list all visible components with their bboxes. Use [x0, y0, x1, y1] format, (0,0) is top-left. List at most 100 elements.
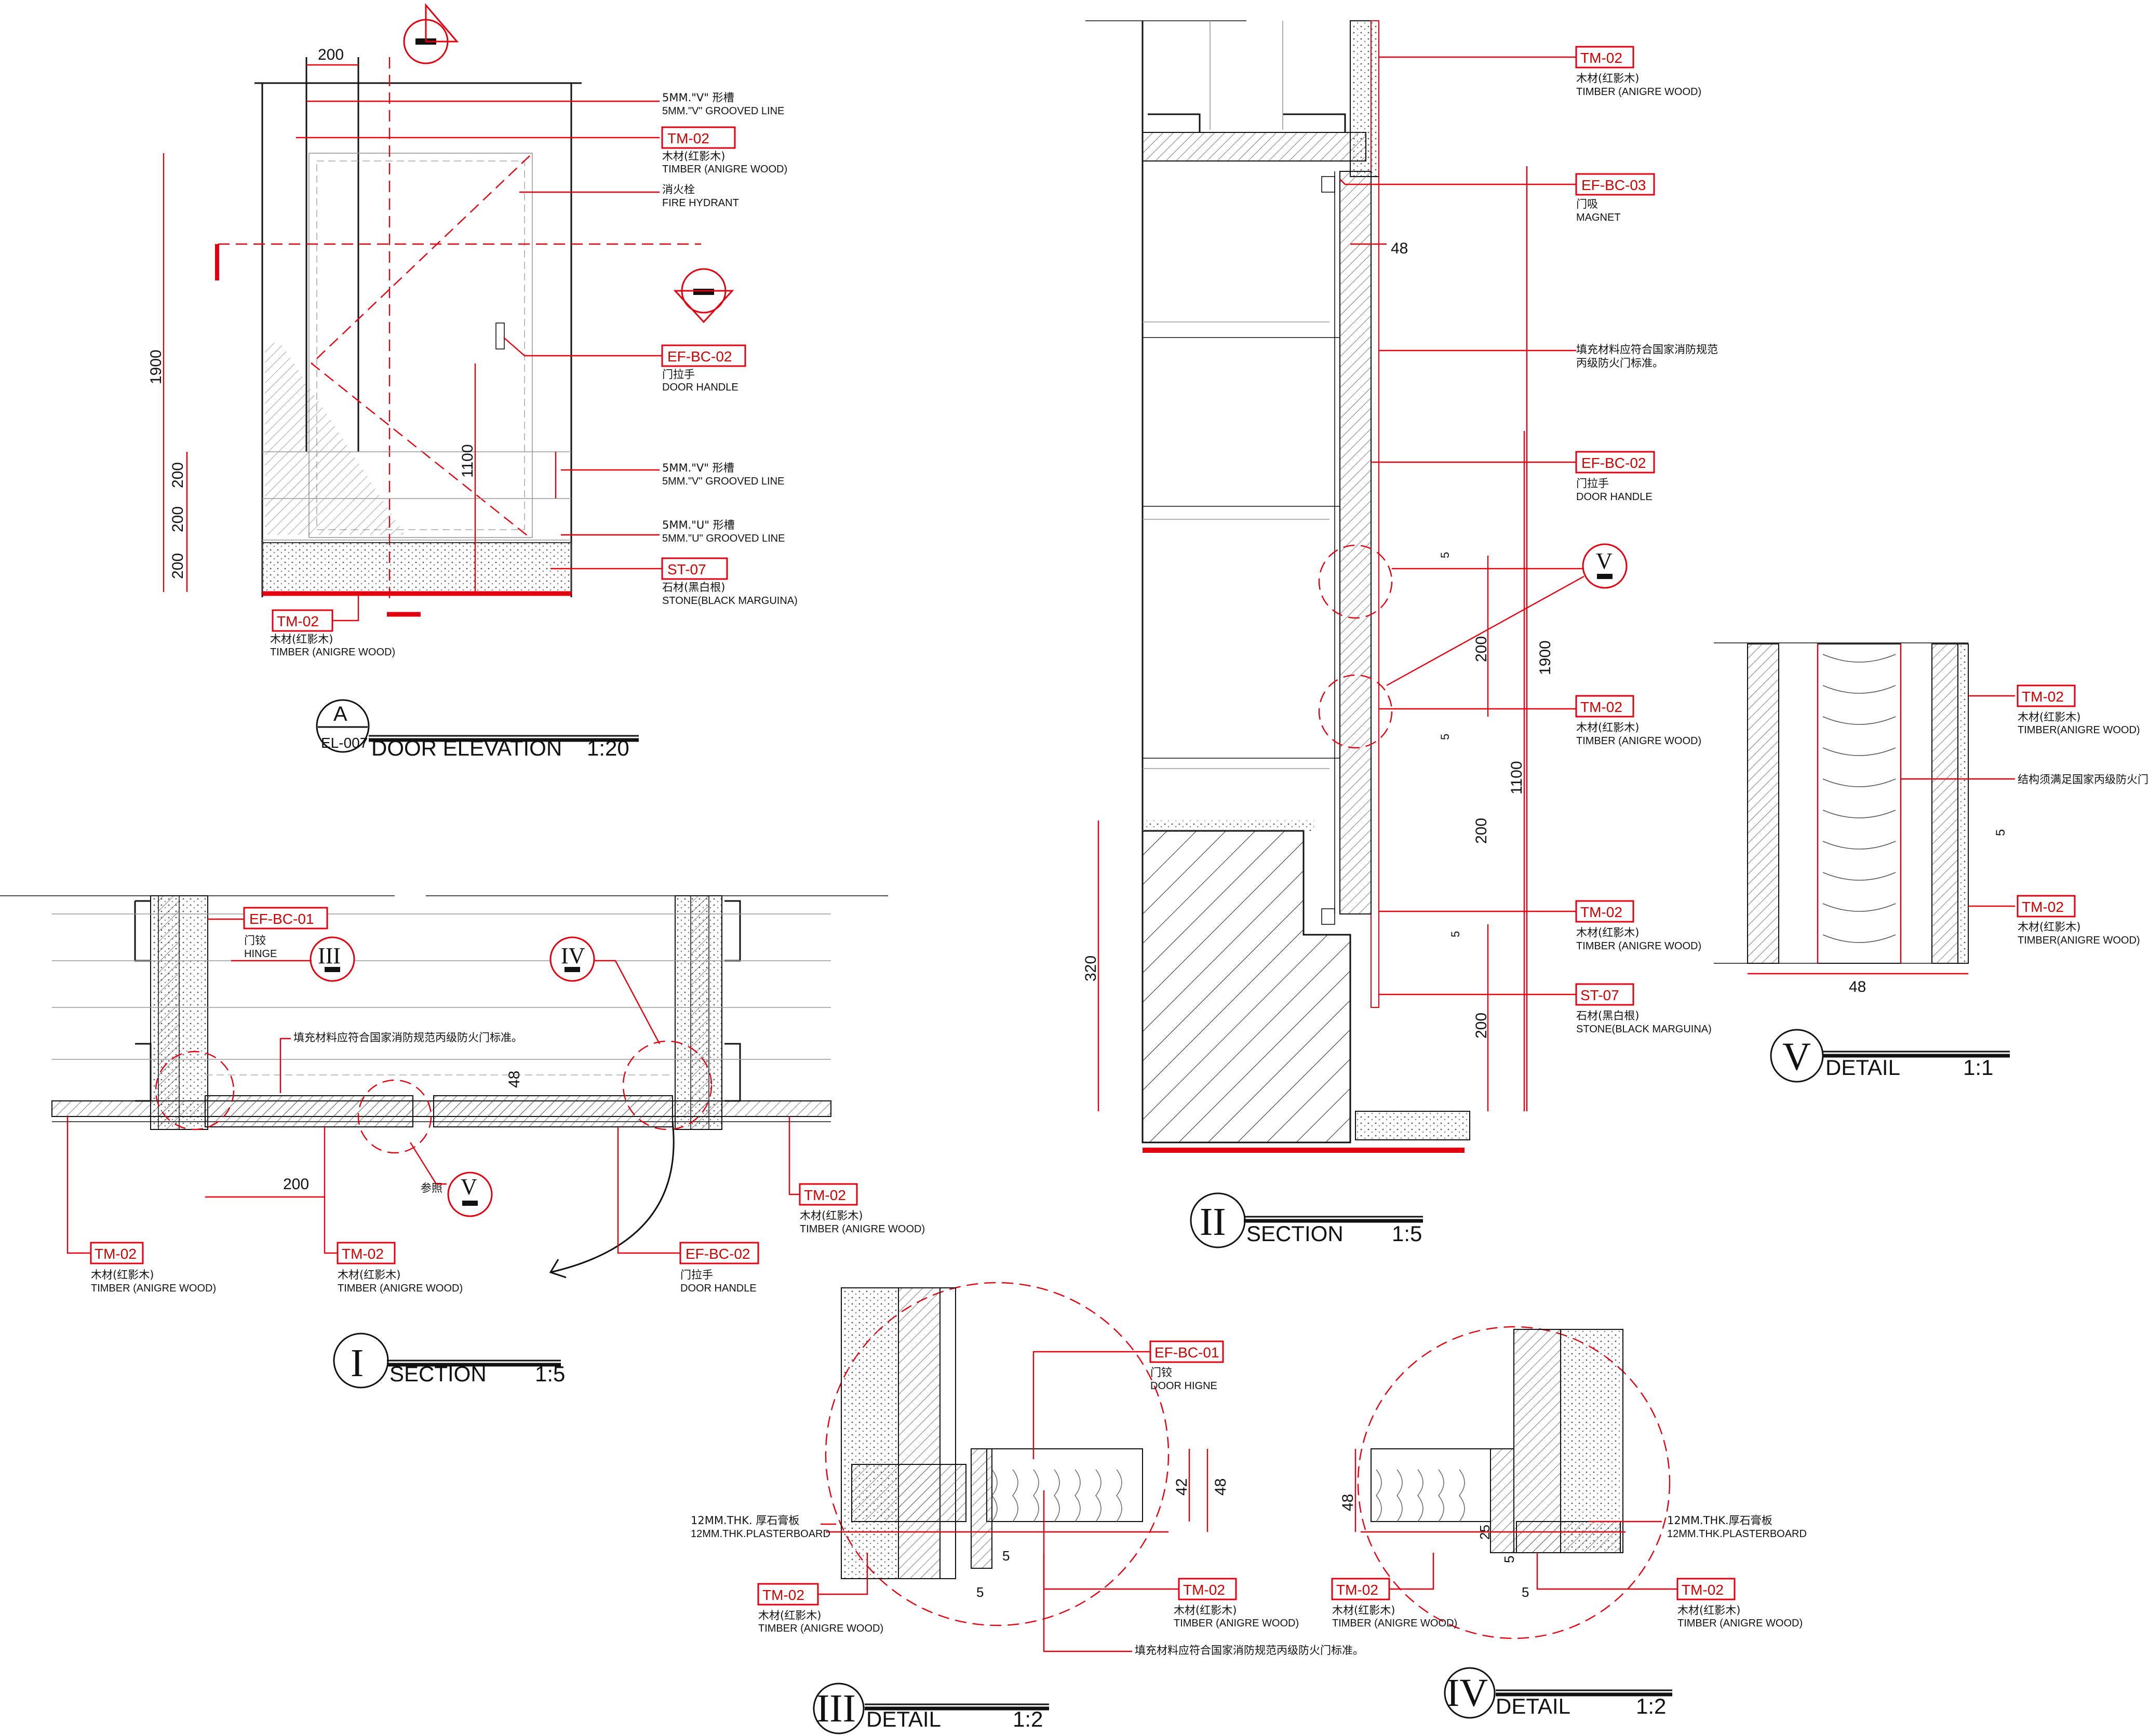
svg-text:木材(红影木): 木材(红影木) — [1174, 1604, 1237, 1617]
svg-text:5MM."U" 形槽: 5MM."U" 形槽 — [662, 519, 735, 531]
section-ii-note-stone: ST-07 石材(黑白根) STONE(BLACK MARGUINA) — [1575, 983, 1712, 1035]
svg-text:12MM.THK.PLASTERBOARD: 12MM.THK.PLASTERBOARD — [1667, 1528, 1807, 1540]
section-ii-dim-1100: 1100 — [1508, 761, 1525, 795]
svg-text:TM-02: TM-02 — [1183, 1582, 1225, 1598]
svg-text:TIMBER (ANIGRE WOOD): TIMBER (ANIGRE WOOD) — [270, 647, 395, 658]
svg-text:FIRE HYDRANT: FIRE HYDRANT — [662, 197, 739, 209]
detail-iv-view: 48 25 5 5 12MM.THK.厚石膏板 12MM.THK.PLASTER… — [1331, 1326, 1807, 1719]
section-marker-side[interactable] — [673, 268, 734, 324]
svg-text:DOOR HANDLE: DOOR HANDLE — [662, 382, 738, 393]
elevation-width-dim: 200 — [318, 46, 344, 63]
section-ii-dim-200a: 200 — [1473, 636, 1490, 662]
svg-text:木材(红影木): 木材(红影木) — [2018, 921, 2080, 933]
section-i-dim-48: 48 — [506, 1071, 523, 1088]
section-ii-view: 48 1900 1100 200 200 200 5 5 5 320 V — [1082, 20, 1718, 1248]
svg-text:1:5: 1:5 — [1392, 1221, 1422, 1246]
detail-iv-note-timber-left: TM-02 木材(红影木) TIMBER (ANIGRE WOOD) — [1331, 1578, 1457, 1629]
section-ii-dim-48: 48 — [1391, 240, 1408, 257]
svg-text:木材(红影木): 木材(红影木) — [1576, 721, 1639, 734]
elev-note-grooved-3: 5MM."U" 形槽 5MM."U" GROOVED LINE — [662, 519, 785, 544]
detail-iii-dim-5a: 5 — [1002, 1548, 1010, 1564]
detail-v-note-timber-bottom: TM-02 木材(红影木) TIMBER(ANIGRE WOOD) — [2017, 895, 2140, 946]
svg-text:门铰: 门铰 — [244, 934, 266, 947]
detail-v-dim-5: 5 — [1994, 829, 2008, 836]
svg-text:TIMBER(ANIGRE WOOD): TIMBER(ANIGRE WOOD) — [2018, 935, 2140, 946]
svg-text:1:1: 1:1 — [1963, 1055, 1993, 1080]
detail-iv-dim-5a: 5 — [1501, 1556, 1517, 1563]
svg-text:丙级防火门标准。: 丙级防火门标准。 — [1576, 357, 1663, 369]
section-i-view: 200 48 III IV V 参照 填充材料应符合国家消防规范丙级防火门标准。 — [0, 895, 925, 1389]
svg-text:EF-BC-02: EF-BC-02 — [1581, 455, 1646, 471]
svg-text:TIMBER(ANIGRE WOOD): TIMBER(ANIGRE WOOD) — [2018, 724, 2140, 736]
section-ii-dim-200c: 200 — [1473, 1013, 1490, 1039]
detail-iii-dim-48: 48 — [1212, 1478, 1229, 1496]
detail-iv-dim-5b: 5 — [1522, 1584, 1529, 1600]
svg-text:消火栓: 消火栓 — [662, 183, 695, 196]
svg-text:木材(红影木): 木材(红影木) — [338, 1269, 400, 1281]
svg-text:TM-02: TM-02 — [1336, 1582, 1378, 1598]
svg-text:I: I — [351, 1341, 364, 1385]
svg-text:木材(红影木): 木材(红影木) — [2018, 711, 2080, 723]
elev-note-hydrant: 消火栓 FIRE HYDRANT — [662, 183, 739, 209]
section-ii-dim-200b: 200 — [1473, 818, 1490, 844]
section-ii-dim-5a: 5 — [1439, 552, 1452, 558]
section-ii-note-magnet: EF-BC-03 门吸 MAGNET — [1575, 173, 1655, 223]
section-ii-dim-5c: 5 — [1449, 931, 1462, 937]
svg-text:EL-007: EL-007 — [321, 735, 368, 751]
svg-text:门铰: 门铰 — [1150, 1366, 1172, 1379]
svg-text:TM-02: TM-02 — [95, 1246, 137, 1262]
detail-iii-dim-42: 42 — [1173, 1478, 1190, 1496]
svg-text:A: A — [333, 703, 347, 725]
svg-text:TM-02: TM-02 — [342, 1246, 384, 1262]
svg-text:木材(红影木): 木材(红影木) — [1576, 72, 1639, 85]
svg-text:EF-BC-01: EF-BC-01 — [1154, 1344, 1219, 1361]
svg-text:TIMBER (ANIGRE WOOD): TIMBER (ANIGRE WOOD) — [1576, 940, 1701, 952]
svg-text:5MM."V" 形槽: 5MM."V" 形槽 — [662, 462, 734, 474]
panel-dim-3: 200 — [169, 553, 186, 579]
svg-text:TIMBER (ANIGRE WOOD): TIMBER (ANIGRE WOOD) — [1332, 1618, 1457, 1629]
section-ii-dim-1900: 1900 — [1537, 640, 1554, 675]
svg-text:12MM.THK. 厚石膏板: 12MM.THK. 厚石膏板 — [691, 1514, 799, 1527]
detail-iii-note-timber-left: TM-02 木材(红影木) TIMBER (ANIGRE WOOD) — [757, 1583, 883, 1634]
svg-text:12MM.THK.厚石膏板: 12MM.THK.厚石膏板 — [1667, 1514, 1772, 1527]
svg-text:1:2: 1:2 — [1013, 1707, 1043, 1731]
detail-iii-note-plasterboard: 12MM.THK. 厚石膏板 12MM.THK.PLASTERBOARD — [691, 1514, 830, 1540]
svg-text:HINGE: HINGE — [244, 948, 277, 960]
svg-text:TM-02: TM-02 — [2022, 689, 2064, 705]
detail-bubble-iv[interactable]: IV — [549, 936, 595, 982]
section-marker-top[interactable] — [403, 3, 459, 64]
svg-text:III: III — [816, 1687, 856, 1730]
svg-text:TIMBER (ANIGRE WOOD): TIMBER (ANIGRE WOOD) — [338, 1283, 463, 1294]
detail-iii-title: III DETAIL 1:2 — [813, 1683, 1049, 1734]
elev-note-handle: EF-BC-02 门拉手 DOOR HANDLE — [661, 344, 746, 393]
svg-text:ST-07: ST-07 — [667, 561, 706, 577]
detail-iii-fill-note: 填充材料应符合国家消防规范丙级防火门标准。 — [1135, 1644, 1364, 1657]
detail-bubble-iii[interactable]: III — [310, 936, 355, 982]
svg-text:V: V — [1596, 548, 1613, 574]
svg-text:II: II — [1200, 1200, 1226, 1244]
svg-text:结构须满足国家丙级防火门要求: 结构须满足国家丙级防火门要求 — [2018, 773, 2149, 786]
section-ii-bubble-v[interactable]: V — [1582, 543, 1628, 589]
detail-v-note-timber-top: TM-02 木材(红影木) TIMBER(ANIGRE WOOD) — [2017, 684, 2140, 736]
detail-iv-note-plasterboard: 12MM.THK.厚石膏板 12MM.THK.PLASTERBOARD — [1667, 1514, 1807, 1540]
svg-text:木材(红影木): 木材(红影木) — [1332, 1604, 1395, 1617]
section-ii-dim-5b: 5 — [1439, 734, 1452, 740]
svg-text:IV: IV — [561, 943, 585, 968]
section-i-note-timber-mid: TM-02 木材(红影木) TIMBER (ANIGRE WOOD) — [337, 1242, 463, 1294]
svg-text:SECTION: SECTION — [1246, 1221, 1344, 1246]
detail-v-note-structure: 结构须满足国家丙级防火门要求 — [2018, 773, 2149, 786]
section-ii-title: II SECTION 1:5 — [1190, 1192, 1423, 1248]
svg-text:DOOR HANDLE: DOOR HANDLE — [680, 1283, 757, 1294]
section-ii-note-timber-mid: TM-02 木材(红影木) TIMBER (ANIGRE WOOD) — [1575, 695, 1701, 747]
svg-text:TM-02: TM-02 — [1580, 904, 1622, 920]
elev-note-timber-2: TM-02 木材(红影木) TIMBER (ANIGRE WOOD) — [270, 609, 395, 658]
svg-text:门拉手: 门拉手 — [680, 1269, 713, 1281]
elev-note-timber: TM-02 木材(红影木) TIMBER (ANIGRE WOOD) — [661, 126, 787, 175]
detail-bubble-v[interactable]: V — [447, 1172, 493, 1217]
svg-text:TM-02: TM-02 — [804, 1187, 846, 1203]
section-ii-note-timber-top: TM-02 木材(红影木) TIMBER (ANIGRE WOOD) — [1575, 46, 1701, 98]
svg-text:5MM."V" GROOVED LINE: 5MM."V" GROOVED LINE — [662, 105, 784, 117]
svg-text:EF-BC-02: EF-BC-02 — [667, 348, 732, 365]
detail-iii-note-hinge: EF-BC-01 门铰 DOOR HIGNE — [1149, 1340, 1224, 1392]
